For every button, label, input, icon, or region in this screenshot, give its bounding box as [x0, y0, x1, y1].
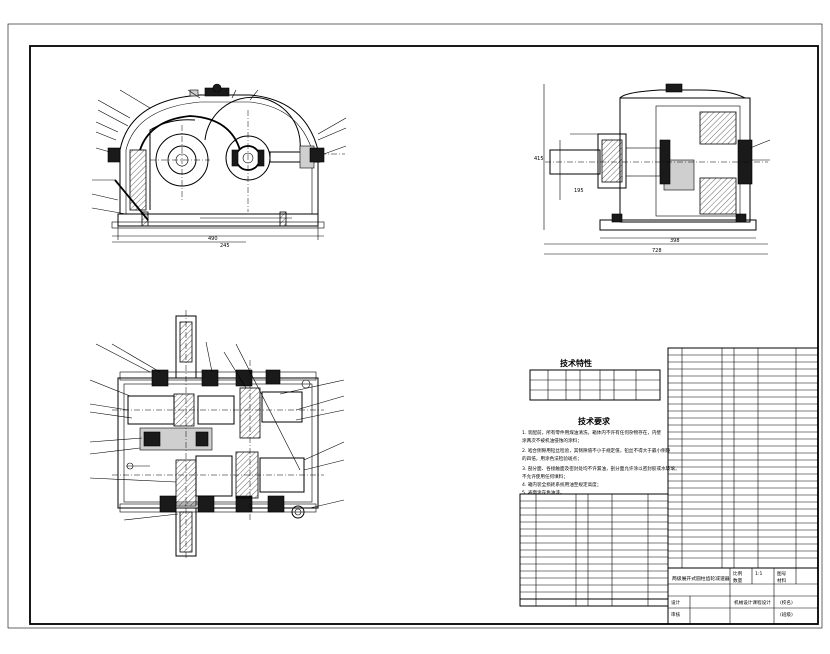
- front-dim-label: 490: [208, 236, 218, 242]
- tech-params-table: 技术特性: [529, 358, 661, 401]
- tech-requirements: 技术要求 1. 装配前，所有零件用煤油清洗，箱体内不许有任何杂物存在，内壁 涂两…: [522, 416, 679, 496]
- svg-text:1:1: 1:1: [755, 571, 762, 577]
- title-block-name: 两级展开式圆柱齿轮减速器: [672, 575, 730, 582]
- svg-text:涂两次不被机油侵蚀的涂料；: 涂两次不被机油侵蚀的涂料；: [522, 437, 582, 444]
- front-view: 490 245: [91, 83, 347, 249]
- svg-text:195: 195: [574, 188, 584, 194]
- svg-text:4. 箱内装全损耗系统用油至规定高度；: 4. 箱内装全损耗系统用油至规定高度；: [522, 481, 601, 488]
- svg-text:(班级): (班级): [780, 611, 793, 618]
- svg-text:审核: 审核: [671, 611, 681, 618]
- inner-frame: [29, 45, 819, 625]
- svg-text:245: 245: [220, 243, 230, 249]
- svg-text:415: 415: [534, 156, 544, 162]
- svg-text:不允许使用任何填料；: 不允许使用任何填料；: [522, 473, 568, 480]
- svg-text:2. 啮合侧隙用铅丝检验，其侧隙值不小于规定值，铅丝不得大于: 2. 啮合侧隙用铅丝检验，其侧隙值不小于规定值，铅丝不得大于最小侧隙: [522, 447, 671, 454]
- svg-text:设计: 设计: [671, 599, 681, 606]
- svg-text:398: 398: [670, 238, 680, 244]
- svg-text:图号: 图号: [777, 571, 787, 577]
- parts-list-right: [667, 347, 819, 569]
- outer-frame: [7, 23, 823, 629]
- svg-text:数量: 数量: [733, 577, 743, 584]
- svg-text:5. 表面涂灰色油漆。: 5. 表面涂灰色油漆。: [522, 489, 565, 496]
- svg-text:比例: 比例: [733, 570, 743, 577]
- svg-text:材料: 材料: [777, 577, 787, 584]
- svg-text:3. 剖分面、各接触面及密封处均不许漏油，剖分面允许涂以密封: 3. 剖分面、各接触面及密封处均不许漏油，剖分面允许涂以密封胶或水玻璃，: [522, 465, 679, 472]
- parts-list-left: [519, 493, 669, 607]
- top-view: [89, 310, 345, 560]
- tech-params-title: 技术特性: [560, 358, 592, 368]
- side-view: 415 195 398 728: [534, 83, 771, 255]
- tech-requirements-title: 技术要求: [578, 416, 611, 426]
- svg-text:728: 728: [652, 248, 662, 254]
- svg-text:(校名): (校名): [780, 599, 793, 606]
- svg-text:1. 装配前，所有零件用煤油清洗，箱体内不许有任何杂物存在，: 1. 装配前，所有零件用煤油清洗，箱体内不许有任何杂物存在，内壁: [522, 429, 661, 436]
- svg-text:的四倍，用涂色法检验斑点；: 的四倍，用涂色法检验斑点；: [522, 455, 582, 462]
- title-block: 两级展开式圆柱齿轮减速器 比例 1:1 图号 数量 材料 设计 审核 机械设计课…: [667, 567, 819, 625]
- svg-text:机械设计课程设计: 机械设计课程设计: [734, 599, 771, 606]
